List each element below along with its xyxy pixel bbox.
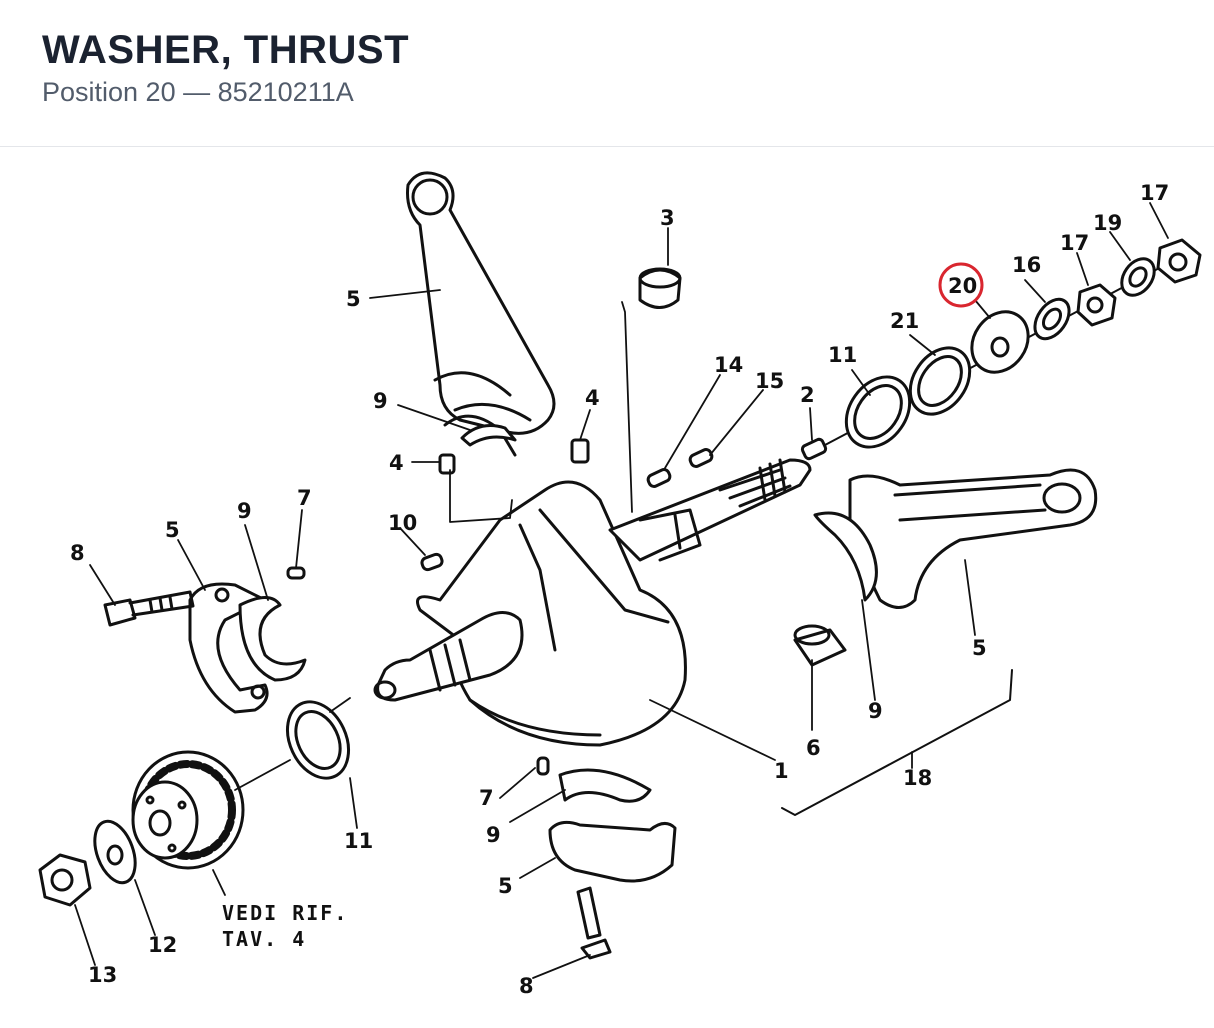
callout-17-a: 17 xyxy=(1060,231,1089,255)
callout-7-bottom: 7 xyxy=(479,786,494,810)
callout-9-bottom: 9 xyxy=(486,823,501,847)
bearing-shell-left xyxy=(238,596,307,682)
key-part-14 xyxy=(646,468,672,488)
callout-5-right: 5 xyxy=(972,636,987,660)
highlight-circle xyxy=(938,262,984,308)
header-divider xyxy=(0,146,1214,147)
callout-2: 2 xyxy=(800,383,815,407)
rod-cap-bottom xyxy=(548,820,677,883)
callout-5-bottom: 5 xyxy=(498,874,513,898)
bearing-shell-bottom xyxy=(558,768,652,803)
washer-part-19 xyxy=(1120,257,1156,297)
callout-8-bottom: 8 xyxy=(519,974,534,998)
callout-9-left: 9 xyxy=(237,499,252,523)
callout-5-top: 5 xyxy=(346,287,361,311)
nut-part-17-a xyxy=(1076,283,1117,327)
exploded-parts-diagram: 3 5 9 4 4 10 7 9 5 8 14 15 2 11 21 20 16… xyxy=(38,171,1202,998)
callout-11-rear: 11 xyxy=(828,343,857,367)
thrust-washer-part-20 xyxy=(970,310,1030,374)
reference-note-line2: TAV. 4 xyxy=(222,927,306,951)
callout-5-left: 5 xyxy=(165,518,180,542)
bush-part-3 xyxy=(638,267,682,309)
washer-part-11-front xyxy=(286,700,350,780)
pin-part-10 xyxy=(420,552,444,572)
page-header: WASHER, THRUST Position 20 — 85210211A xyxy=(0,0,1214,146)
callout-21: 21 xyxy=(890,309,919,333)
callout-17-b: 17 xyxy=(1140,181,1169,205)
callout-12: 12 xyxy=(148,933,177,957)
callout-19: 19 xyxy=(1093,211,1122,235)
page-title: WASHER, THRUST xyxy=(42,28,409,72)
callout-11-front: 11 xyxy=(344,829,373,853)
bracket-part-18 xyxy=(781,669,1013,816)
nut-part-13 xyxy=(38,853,92,907)
nut-part-17-b xyxy=(1156,238,1202,284)
washer-part-16 xyxy=(1033,297,1071,341)
callout-3: 3 xyxy=(660,206,675,230)
callout-14: 14 xyxy=(714,353,743,377)
callout-13: 13 xyxy=(88,963,117,987)
callout-15: 15 xyxy=(755,369,784,393)
callout-4-left: 4 xyxy=(389,451,404,475)
bearing-shell-top xyxy=(460,424,517,447)
callout-1: 1 xyxy=(774,759,789,783)
plug-4b xyxy=(438,453,456,475)
callout-7-top: 7 xyxy=(297,486,312,510)
rod-cap-left xyxy=(188,582,269,714)
connecting-rod-right xyxy=(848,468,1098,609)
callout-10: 10 xyxy=(388,511,417,535)
bolt-part-8-left xyxy=(103,590,195,627)
washer-part-21 xyxy=(908,346,972,416)
bearing-shell-right xyxy=(813,511,878,602)
callout-4-right: 4 xyxy=(585,386,600,410)
callout-9-right: 9 xyxy=(868,699,883,723)
pin-part-7-bottom xyxy=(536,756,550,776)
bolt-part-8-bottom xyxy=(576,886,612,960)
key-part-15 xyxy=(688,448,714,468)
reference-note-line1: VEDI RIF. xyxy=(222,901,348,925)
callout-20-highlighted: 20 xyxy=(948,274,977,298)
callout-9-top: 9 xyxy=(373,389,388,413)
timing-gear xyxy=(131,750,245,870)
grub-part-2 xyxy=(800,437,828,461)
bush-part-6 xyxy=(793,624,847,667)
page-subtitle: Position 20 — 85210211A xyxy=(42,77,354,107)
callout-8-left: 8 xyxy=(70,541,85,565)
callout-16: 16 xyxy=(1012,253,1041,277)
leader-lines xyxy=(74,202,1169,979)
washer-part-12 xyxy=(93,819,137,885)
connecting-rod-top xyxy=(406,171,556,457)
washer-part-11-rear xyxy=(844,375,912,449)
callout-6: 6 xyxy=(806,736,821,760)
crankshaft xyxy=(373,458,812,747)
callout-18: 18 xyxy=(903,766,932,790)
pin-part-7-top xyxy=(286,566,306,580)
plug-4a xyxy=(570,438,590,464)
